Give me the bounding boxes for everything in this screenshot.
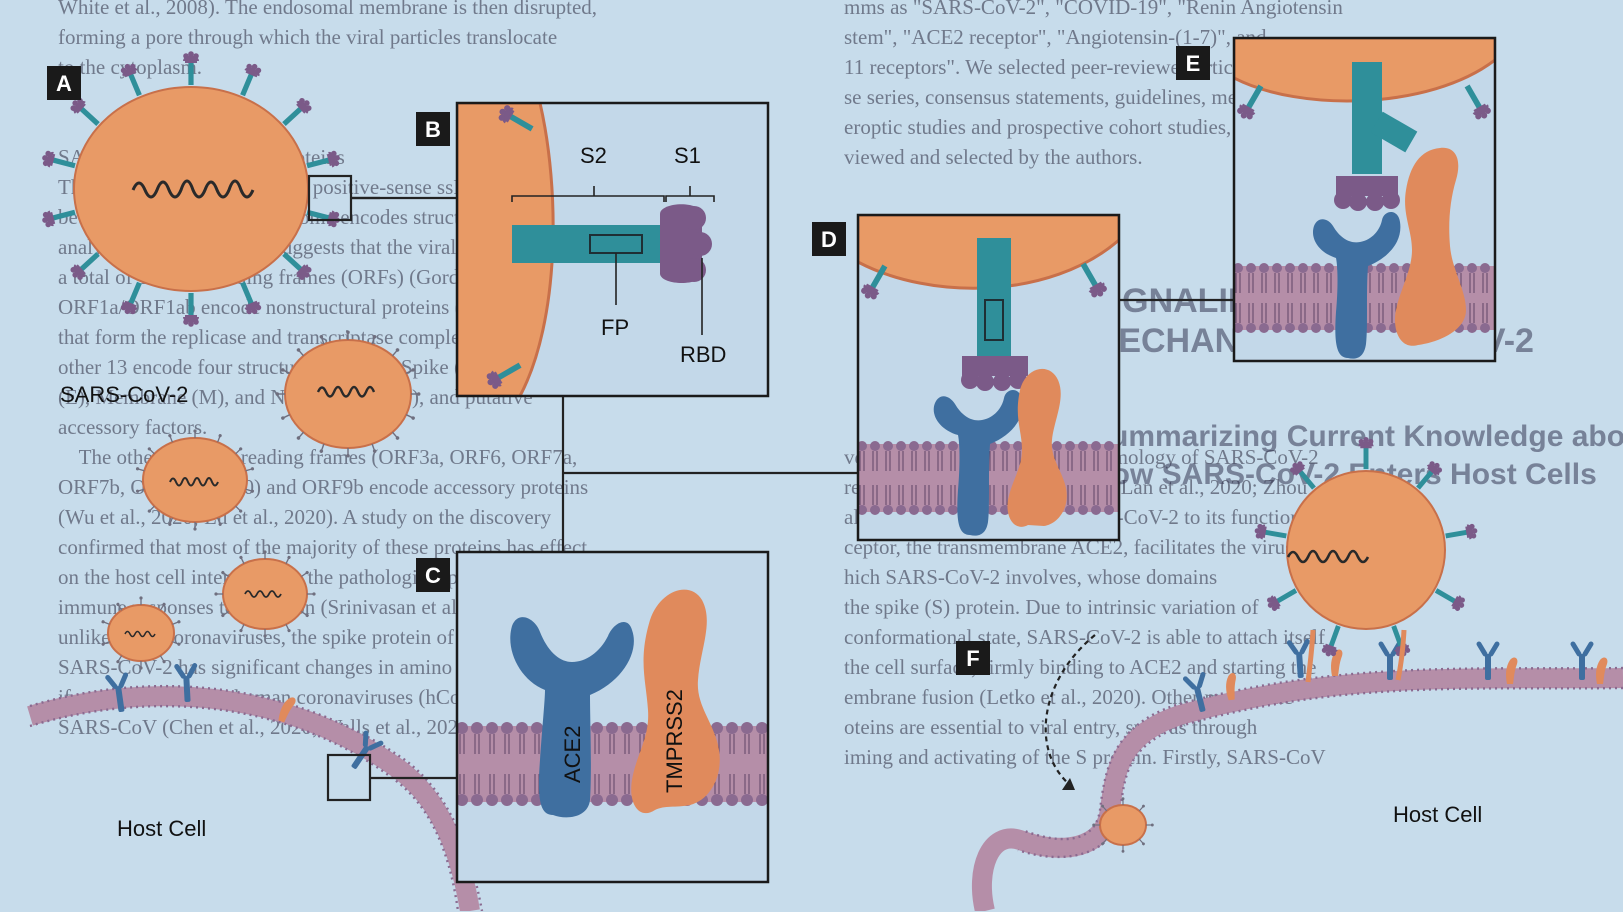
svg-text:D: D — [821, 227, 837, 252]
panel-d-binding — [857, 215, 1119, 540]
virion-medium — [276, 331, 421, 458]
s2-label: S2 — [580, 143, 607, 168]
host-cell-label-right: Host Cell — [1393, 802, 1482, 827]
host-cell-membrane-left — [30, 666, 482, 911]
virion-endocytosed — [1092, 797, 1153, 852]
panel-c-receptors — [456, 552, 768, 882]
svg-text:C: C — [425, 563, 441, 588]
svg-text:F: F — [966, 646, 979, 671]
panel-label-f: F — [956, 641, 990, 675]
virion-large — [40, 51, 342, 327]
virion-small-1 — [136, 429, 255, 530]
panel-label-c: C — [416, 558, 450, 592]
panel-label-b: B — [416, 112, 450, 146]
host-cell-membrane-right — [982, 641, 1623, 911]
svg-text:E: E — [1186, 51, 1201, 76]
panel-label-d: D — [812, 222, 846, 256]
panel-label-a: A — [47, 66, 81, 100]
virus-label: SARS-CoV-2 — [60, 382, 188, 407]
svg-text:A: A — [56, 71, 72, 96]
panel-label-e: E — [1176, 46, 1210, 80]
virion-small-2 — [214, 550, 315, 637]
panel-e-cleavage — [1233, 38, 1495, 361]
endocytosis-arrow — [1046, 635, 1095, 785]
ace2-label: ACE2 — [560, 726, 585, 783]
virion-binding-right — [1253, 437, 1478, 682]
virion-small-3 — [101, 596, 181, 669]
svg-text:B: B — [425, 117, 441, 142]
tmprss2-label: TMPRSS2 — [662, 689, 687, 793]
fp-label: FP — [601, 315, 629, 340]
rbd-label: RBD — [680, 342, 726, 367]
s1-label: S1 — [674, 143, 701, 168]
host-cell-label-left: Host Cell — [117, 816, 206, 841]
